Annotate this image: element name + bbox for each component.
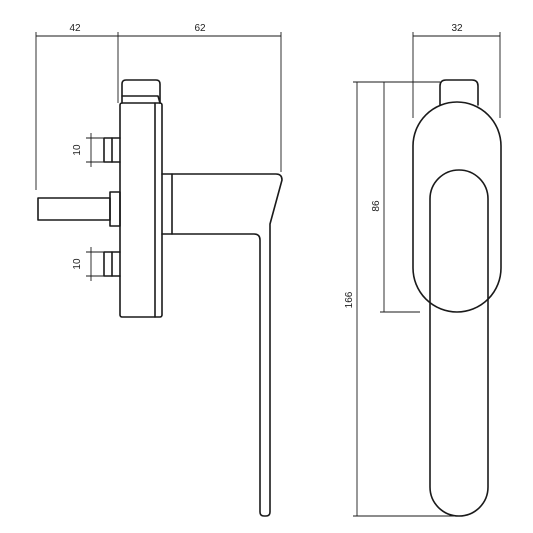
rose-cap-step (121, 95, 161, 104)
dim-handle-width-label: 32 (451, 23, 463, 34)
dim-screw-upper-label: 10 (72, 144, 83, 156)
dim-screw-lower-label: 10 (72, 258, 83, 270)
rose-front (412, 101, 502, 313)
front-view (412, 79, 502, 517)
dim-handle-length-label: 62 (194, 23, 206, 34)
rose-front-cap (439, 79, 479, 106)
dim-spindle-offset-label: 42 (69, 23, 81, 34)
dim-overall-height-label: 166 (344, 291, 355, 308)
handle-lever-side (161, 173, 283, 517)
dim-rose-height-label: 86 (371, 200, 382, 212)
side-view (37, 79, 283, 517)
rose-top-cap (121, 79, 161, 104)
handle-lever-front (429, 169, 489, 517)
spindle (37, 197, 111, 221)
spindle-collar (109, 191, 121, 227)
